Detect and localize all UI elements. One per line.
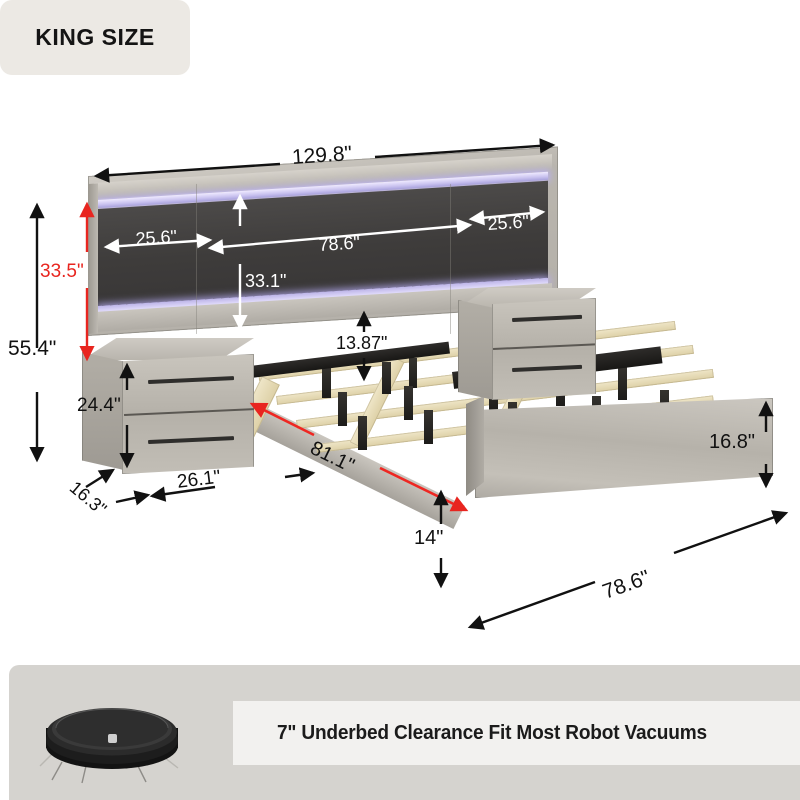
dimension-line-headboard-left-section [103, 233, 213, 254]
dimension-line-headboard-right-section [468, 205, 546, 226]
banner-text-panel: 7" Underbed Clearance Fit Most Robot Vac… [233, 701, 800, 765]
dimension-label-frame-height: 14" [414, 527, 444, 549]
dimension-label-nightstand-width: 26.1" [175, 466, 222, 493]
bed-support-leg [338, 392, 347, 426]
dimension-line-bed-width [467, 510, 789, 630]
nightstand-right-side [458, 300, 494, 400]
bed-support-leg [382, 362, 391, 394]
bed-support-leg [322, 366, 331, 398]
nightstand-left-top [82, 338, 254, 360]
bed-support-leg [404, 386, 413, 420]
bed-support-leg [618, 366, 627, 400]
size-badge: KING SIZE [0, 0, 190, 75]
banner-label: 7" Underbed Clearance Fit Most Robot Vac… [277, 721, 707, 744]
footboard-inner-rail [466, 396, 484, 496]
bed-support-leg [424, 410, 433, 444]
nightstand-left-side [82, 352, 124, 470]
bed-support-leg [409, 358, 417, 388]
dimension-label-total-height: 55.4" [8, 337, 57, 360]
dimension-label-footboard-height: 16.8" [709, 431, 756, 453]
bed-support-leg [358, 416, 367, 450]
dimension-label-headboard-left-section: 25.6" [134, 226, 178, 249]
dimension-line-bed-length [249, 402, 469, 512]
dimension-label-headboard-panel-height: 33.1" [245, 271, 287, 291]
dimension-label-overall-width: 129.8" [291, 142, 353, 169]
vacuum-power-button[interactable] [108, 734, 117, 743]
dimension-line-nightstand-depth [85, 468, 151, 506]
size-badge-label: KING SIZE [35, 24, 155, 50]
dimension-label-headboard-clearance: 13.87" [336, 333, 388, 353]
vacuum-top-plate [56, 709, 168, 747]
dimension-line-overall-width [93, 138, 556, 183]
dimension-label-headboard-height: 33.5" [40, 261, 84, 282]
dimension-label-headboard-right-section: 25.6" [486, 211, 530, 234]
dimension-label-headboard-center-section: 78.6" [317, 232, 361, 255]
underbed-clearance-banner: 7" Underbed Clearance Fit Most Robot Vac… [9, 665, 800, 800]
robot-vacuum-icon [39, 708, 179, 784]
vacuum-seam [55, 708, 169, 729]
dimension-label-nightstand-height: 24.4" [77, 395, 121, 416]
dimension-line-headboard-center-section [207, 218, 473, 255]
dimension-line-nightstand-width [149, 467, 316, 502]
